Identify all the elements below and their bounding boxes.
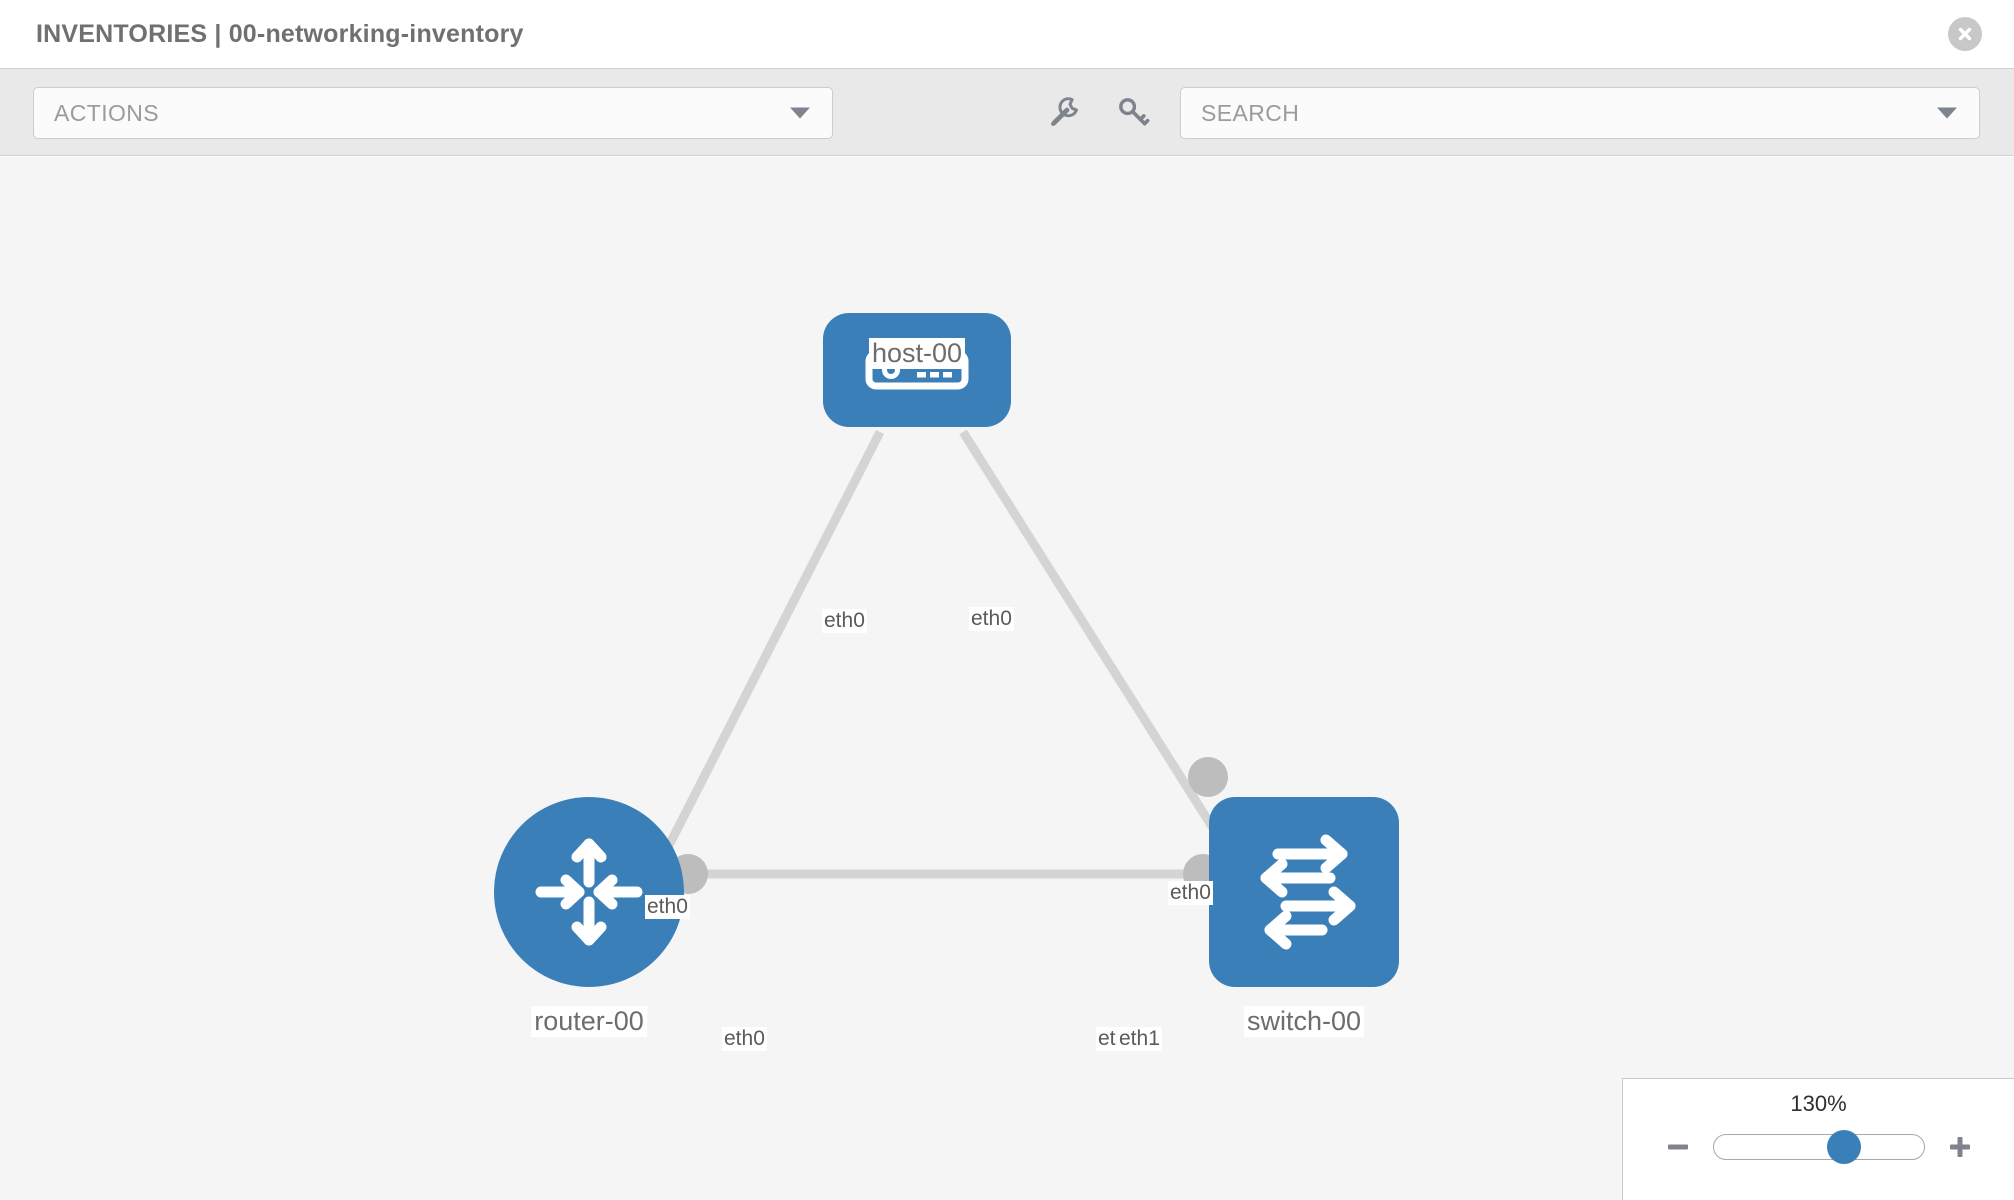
node-label-router-00: router-00 — [531, 1006, 647, 1037]
edge-label-host-switch-switch-end: eth0 — [1168, 881, 1213, 905]
page-header: INVENTORIES | 00-networking-inventory — [0, 0, 2014, 68]
node-label-host-00: host-00 — [868, 338, 966, 369]
node-label-switch-00: switch-00 — [1243, 1006, 1365, 1037]
zoom-level-value: 130% — [1790, 1091, 1847, 1116]
wrench-icon[interactable] — [1043, 90, 1087, 134]
router-icon — [535, 838, 643, 946]
switch-icon — [1260, 834, 1356, 950]
page-title: INVENTORIES | 00-networking-inventory — [36, 19, 524, 48]
chevron-down-icon — [790, 107, 810, 119]
edge-label-router-host-host-end: eth0 — [822, 609, 867, 633]
edge-label-host-switch-host-end: eth0 — [969, 607, 1014, 631]
actions-dropdown-label: ACTIONS — [54, 99, 160, 126]
zoom-out-button[interactable] — [1661, 1130, 1695, 1164]
topology-edges — [655, 429, 1239, 879]
host-node-shape[interactable] — [823, 313, 1011, 427]
port-switch-top[interactable] — [1188, 757, 1228, 797]
edge-label-router-host-router-end: eth0 — [645, 895, 690, 919]
edge-router-host — [655, 429, 885, 866]
zoom-control-panel: 130% — [1622, 1078, 2014, 1200]
actions-dropdown[interactable]: ACTIONS — [33, 87, 833, 139]
router-node-shape[interactable] — [494, 797, 684, 987]
zoom-slider-row — [1623, 1127, 2014, 1167]
toolbar: ACTIONS SEARCH — [0, 68, 2014, 156]
zoom-slider-thumb[interactable] — [1826, 1130, 1861, 1164]
switch-node-shape[interactable] — [1209, 797, 1399, 987]
edge-label-router-switch-router-end: eth0 — [722, 1027, 767, 1051]
minus-icon — [1667, 1144, 1688, 1150]
zoom-slider-track[interactable] — [1712, 1130, 1925, 1164]
search-input[interactable]: SEARCH — [1180, 87, 1980, 139]
search-placeholder: SEARCH — [1201, 99, 1300, 126]
plus-icon — [1949, 1137, 1970, 1157]
edge-host-switch — [959, 429, 1239, 866]
close-icon[interactable] — [1948, 17, 1982, 51]
key-icon[interactable] — [1111, 90, 1155, 134]
edge-label-router-switch-switch-end: eth1 — [1117, 1027, 1162, 1051]
topology-canvas[interactable]: host-00 router-00 — [0, 157, 2014, 1200]
zoom-in-button[interactable] — [1943, 1130, 1977, 1164]
chevron-down-icon[interactable] — [1937, 107, 1957, 119]
